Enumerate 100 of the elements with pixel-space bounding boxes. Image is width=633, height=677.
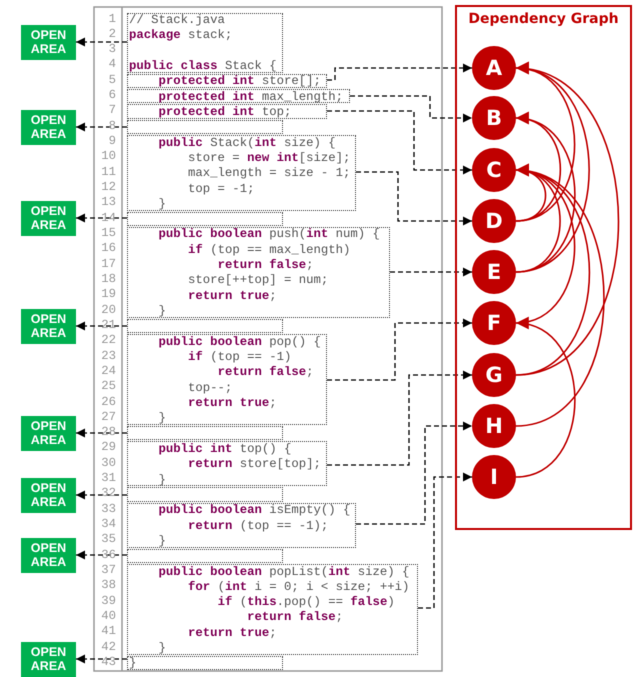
- open-area-tag: OPEN AREA: [21, 308, 76, 344]
- dashed-arrow: [390, 267, 472, 277]
- code-line: store[++top] = num;: [187, 273, 328, 288]
- code-line: }: [129, 656, 136, 672]
- panel-title: Dependency Graph: [468, 11, 619, 27]
- code-line: return (top == -1);: [187, 518, 328, 534]
- code-block: [127, 487, 283, 502]
- line-number: 2: [108, 26, 116, 42]
- code-line: // Stack.java: [129, 13, 225, 28]
- line-number: 29: [100, 440, 116, 456]
- code-line: }: [158, 304, 166, 320]
- code-line: for (int i = 0; i < size; ++i): [187, 580, 410, 595]
- code-line: protected int max_length;: [158, 90, 344, 105]
- line-number: 39: [100, 594, 116, 609]
- code-line: top = -1;: [187, 182, 254, 196]
- line-number: 21: [100, 318, 116, 333]
- open-area-tag: OPEN AREA: [21, 110, 76, 144]
- code-line: public int top() {: [158, 442, 292, 457]
- code-line: public boolean popList(int size) {: [158, 564, 410, 580]
- line-number: 7: [108, 103, 116, 118]
- line-number: 15: [100, 226, 116, 241]
- code-line: top--;: [187, 380, 232, 396]
- line-number: 25: [100, 379, 116, 394]
- line-number: 20: [100, 302, 116, 318]
- line-number: 37: [100, 563, 116, 578]
- line-number: 8: [108, 118, 116, 134]
- graph-node-circle: B: [472, 96, 516, 140]
- graph-node-circle: D: [472, 199, 516, 243]
- graph-node-circle: E: [472, 250, 516, 294]
- code-line: }: [158, 411, 166, 426]
- code-line: return false;: [216, 258, 314, 274]
- dashed-arrow: [327, 318, 472, 381]
- line-number: 38: [100, 578, 116, 594]
- dependency-arrow: [516, 64, 620, 376]
- code-line: store = new int[size];: [187, 150, 350, 166]
- open-area-tag: OPEN AREA: [21, 200, 76, 236]
- code-block: [127, 120, 283, 134]
- code-line: max_length = size - 1;: [187, 166, 350, 182]
- line-number: 28: [100, 425, 116, 440]
- code-line: return store[top];: [187, 457, 321, 472]
- line-number: 30: [100, 456, 116, 471]
- line-number: 10: [100, 149, 116, 164]
- code-block: [127, 318, 283, 334]
- graph-node-circle: G: [472, 353, 516, 397]
- line-number: 11: [100, 164, 116, 180]
- line-number: 3: [108, 42, 116, 58]
- dashed-arrow: [356, 171, 472, 226]
- line-number: 27: [100, 410, 116, 425]
- line-number: 26: [100, 394, 116, 410]
- code-line: return true;: [187, 626, 277, 641]
- code-line: protected int top;: [158, 104, 292, 120]
- line-number: 36: [100, 548, 116, 563]
- code-block: [127, 135, 356, 211]
- line-number: 33: [100, 502, 116, 517]
- code-block: [127, 89, 350, 104]
- dashed-arrow: [76, 213, 127, 223]
- line-number: 34: [100, 517, 116, 532]
- code-line: return false;: [216, 365, 314, 380]
- open-area-tag: OPEN AREA: [21, 538, 76, 572]
- line-number: 40: [100, 608, 116, 624]
- code-line: }: [158, 196, 166, 212]
- code-line: return true;: [187, 288, 277, 304]
- open-area-tag: OPEN AREA: [21, 478, 76, 512]
- line-number: 5: [108, 72, 116, 88]
- graph-node-circle: I: [472, 455, 516, 499]
- code-line: protected int store[];: [158, 74, 321, 90]
- code-block: [127, 104, 327, 119]
- line-number: 23: [100, 348, 116, 364]
- code-line: package stack;: [129, 28, 232, 44]
- code-line: if (this.pop() == false): [216, 595, 395, 610]
- line-number: 9: [108, 134, 116, 150]
- dashed-arrow: [76, 490, 127, 500]
- line-number: 24: [100, 364, 116, 379]
- dashed-arrow: [76, 428, 127, 438]
- dependency-arrow: [516, 166, 605, 427]
- line-number: 6: [108, 88, 116, 104]
- dashed-arrow: [350, 95, 472, 123]
- code-block: [127, 74, 327, 88]
- code-block: [127, 426, 283, 440]
- line-number: 19: [100, 287, 116, 302]
- line-number: 4: [108, 57, 116, 72]
- dashed-arrow: [76, 321, 127, 331]
- dashed-arrow: [327, 63, 472, 81]
- line-number: 43: [100, 654, 116, 670]
- code-block: [127, 212, 283, 226]
- code-line: if (top == -1): [187, 350, 292, 366]
- line-number: 18: [100, 272, 116, 287]
- dependency-arrow: [516, 318, 576, 478]
- code-line: }: [158, 534, 166, 549]
- dashed-arrow: [327, 370, 472, 466]
- code-line: return true;: [187, 396, 277, 411]
- open-area-tag: OPEN AREA: [21, 642, 76, 676]
- code-line: return false;: [246, 610, 344, 626]
- dependency-graph-panel: [455, 5, 632, 530]
- code-block: [127, 656, 283, 670]
- open-area-tag: OPEN AREA: [21, 24, 76, 60]
- code-line: public boolean pop() {: [158, 334, 321, 350]
- line-number: 41: [100, 624, 116, 640]
- code-block: [127, 334, 327, 426]
- dashed-arrow: [327, 110, 472, 175]
